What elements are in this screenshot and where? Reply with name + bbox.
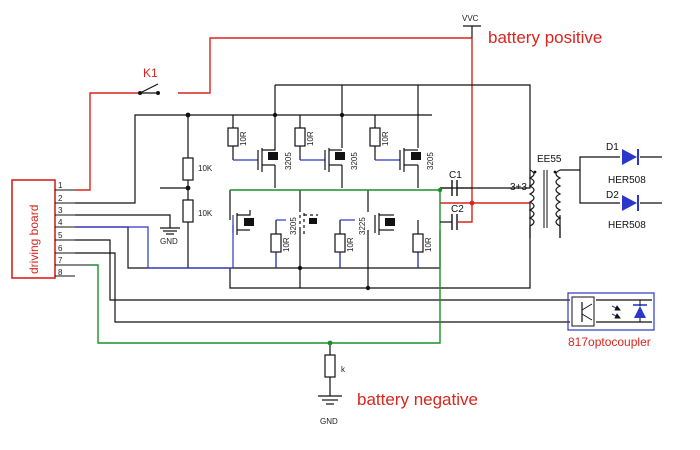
bottom-mosfet-2: 10R 3225 <box>299 213 367 253</box>
gate-resistor-label: 10R <box>381 131 390 146</box>
ground-symbol-bottom: GND <box>318 395 342 426</box>
gate-resistor-label: 10R <box>306 131 315 146</box>
capacitor-c1: C1 <box>440 170 472 196</box>
driving-board-label: driving board <box>27 205 41 274</box>
junction-dot <box>469 200 475 206</box>
diode-d2: D2 HER508 <box>606 190 646 231</box>
gnd-bottom-label: GND <box>320 417 338 426</box>
junction-dot <box>327 340 333 346</box>
connector-pin-5: 5 <box>58 231 63 240</box>
capacitor-c2: C2 <box>440 203 473 230</box>
top-mosfet-2: 10R 3205 <box>294 127 359 172</box>
connector-pin-2: 2 <box>58 194 63 203</box>
mosfet-part-label: 3205 <box>350 152 359 170</box>
vcc-label: VVC <box>462 14 479 23</box>
transformer-label: EE55 <box>537 154 562 165</box>
c2-label: C2 <box>451 204 464 215</box>
resistor-10k-top: 10K <box>182 157 213 181</box>
driving-board-connector: driving board 1 2 3 4 5 6 7 8 <box>11 179 90 279</box>
d2-part-label: HER508 <box>608 220 646 231</box>
switch-k1: K1 <box>138 66 160 95</box>
junction-dot <box>185 112 191 118</box>
vcc-terminal: VVC battery positive <box>462 14 602 47</box>
resistor-10k-bottom-label: 10K <box>198 209 213 218</box>
connector-pin-3: 3 <box>58 206 63 215</box>
gnd-left-label: GND <box>160 237 178 246</box>
battery-negative-wires <box>90 189 441 344</box>
switch-label: K1 <box>143 66 158 80</box>
d2-label: D2 <box>606 190 619 201</box>
junction-dot <box>365 285 371 291</box>
junction-dot <box>297 265 303 271</box>
bottom-resistor: k <box>324 354 346 378</box>
mosfet-part-label: 3205 <box>289 217 298 235</box>
optocoupler-label: 817optocoupler <box>568 335 651 349</box>
gate-resistor-label: 10R <box>239 131 248 146</box>
ground-symbol-left: GND <box>160 227 180 246</box>
battery-negative-label: battery negative <box>357 390 478 409</box>
mosfet-part-label: 3205 <box>284 152 293 170</box>
power-wires <box>75 84 662 396</box>
gate-resistor-label: 10R <box>424 237 433 252</box>
gate-resistor-label: 10R <box>282 237 291 252</box>
connector-pin-1: 1 <box>58 181 63 190</box>
d1-part-label: HER508 <box>608 175 646 186</box>
connector-pin-6: 6 <box>58 244 63 253</box>
battery-positive-label: battery positive <box>488 28 602 47</box>
gate-wires <box>75 159 419 269</box>
bottom-mosfet-1: 10R 3205 <box>232 210 298 253</box>
connector-pin-7: 7 <box>58 256 63 265</box>
bottom-mosfet-3: 10R <box>374 213 433 253</box>
junction-dot <box>272 112 278 118</box>
resistor-10k-bottom: 10K <box>182 199 213 223</box>
junction-dot <box>339 112 345 118</box>
junction-dot <box>437 187 443 193</box>
connector-pin-4: 4 <box>58 218 63 227</box>
optocoupler-817: 817optocoupler <box>567 292 655 349</box>
junction-dot <box>185 185 191 191</box>
d1-label: D1 <box>606 142 619 153</box>
transformer-ee55: EE55 3+3 <box>510 154 562 238</box>
winding-label: 3+3 <box>510 182 527 193</box>
connector-pin-8: 8 <box>58 268 63 277</box>
driving-board-box <box>11 179 56 279</box>
c1-label: C1 <box>449 170 462 181</box>
diode-d1: D1 HER508 <box>606 142 646 186</box>
resistor-10k-top-label: 10K <box>198 164 213 173</box>
top-mosfet-1: 10R 3205 <box>227 127 293 172</box>
mosfet-part-label: 3225 <box>358 217 367 235</box>
gate-resistor-label: 10R <box>346 237 355 252</box>
top-mosfet-3: 10R 3205 <box>369 127 435 172</box>
mosfet-part-label: 3205 <box>426 152 435 170</box>
bottom-resistor-label: k <box>341 365 346 374</box>
